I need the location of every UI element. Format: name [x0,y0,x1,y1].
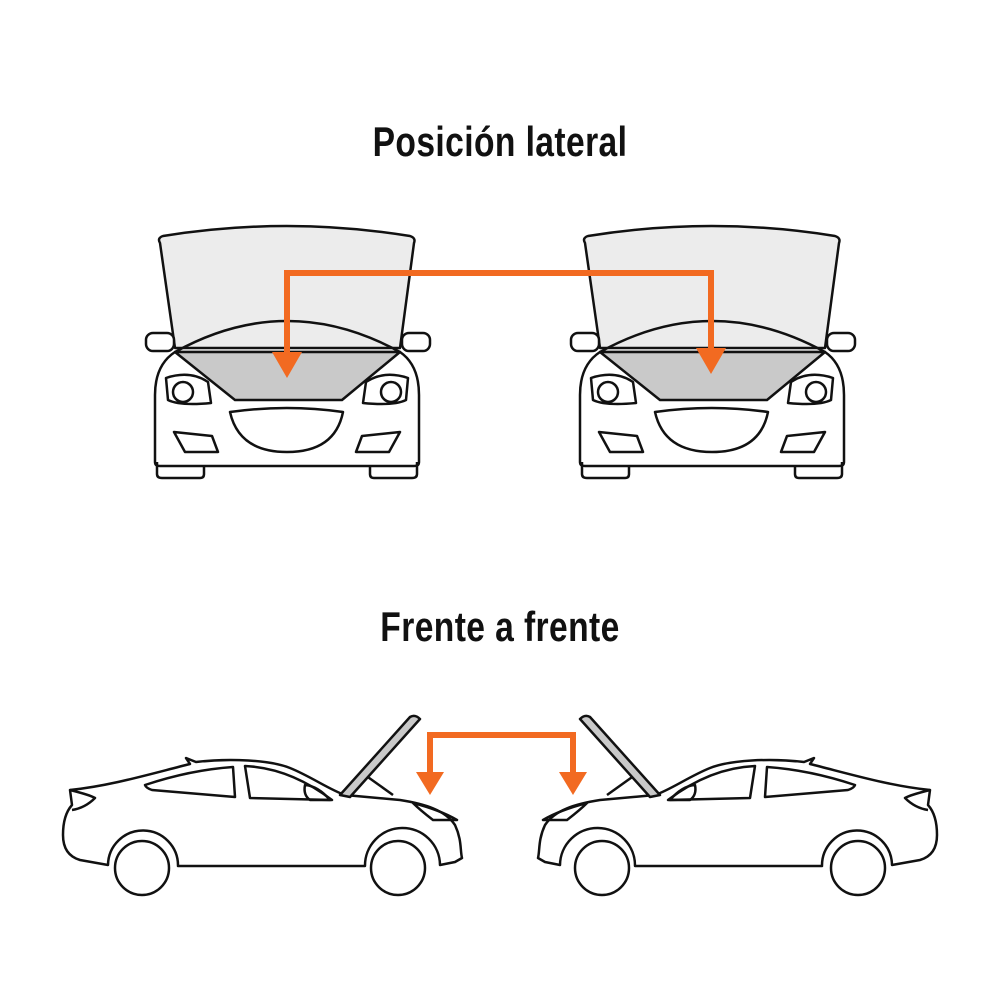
transfer-arrow-front [416,732,587,795]
arrowhead-down-icon [696,348,726,374]
arrowhead-down-icon [416,772,444,795]
car-side-right [536,714,939,897]
arrowhead-down-icon [559,772,587,795]
transfer-arrow-lateral [272,270,726,378]
arrowhead-down-icon [272,352,302,378]
section-title-lateral: Posición lateral [372,118,628,165]
section-title-front-to-front: Frente a frente [380,603,620,650]
car-side-left [61,714,464,897]
